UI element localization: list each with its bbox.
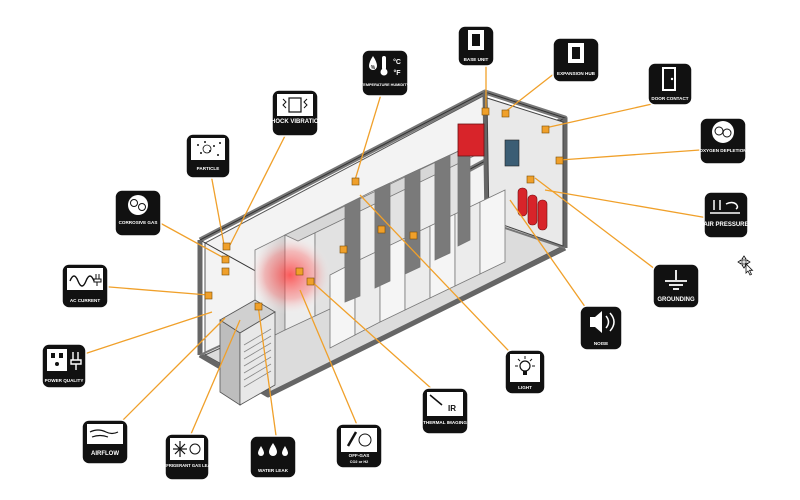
particle-label: PARTICLE [197, 166, 220, 171]
grounding-label: GROUNDING [657, 297, 695, 303]
fire-panel [457, 123, 485, 157]
grounding-badge[interactable]: GROUNDING [652, 263, 700, 309]
expansion-hub-label: EXPANSION HUB [557, 71, 596, 76]
refrigerant-gas-leak-label: REFRIGERANT GAS LEAK [160, 463, 213, 468]
power-quality-label: POWER QUALITY [45, 378, 84, 383]
sensor-markers [204, 107, 564, 311]
door-contact-label: DOOR CONTACT [651, 96, 688, 101]
air-pressure-badge[interactable]: AIR PRESSURE [703, 191, 749, 239]
light-label: LIGHT [518, 385, 532, 390]
off-gas-sublabel: CO2 or H2 [350, 460, 369, 464]
light-badge[interactable]: LIGHT [504, 349, 546, 395]
fire-suppression-cylinders [517, 187, 548, 231]
base-unit-badge[interactable]: BASE UNIT [457, 25, 495, 67]
heat-zone [248, 235, 332, 315]
refrigerant-gas-leak-badge[interactable]: REFRIGERANT GAS LEAK [160, 433, 214, 481]
particle-badge[interactable]: PARTICLE [185, 133, 231, 179]
corrosive-gas-badge[interactable]: CORROSIVE GAS [114, 189, 162, 237]
door-contact-badge[interactable]: DOOR CONTACT [647, 62, 693, 106]
power-quality-badge[interactable]: POWER QUALITY [41, 343, 87, 389]
thermal-imaging-badge[interactable]: IR THERMAL IMAGING [421, 387, 469, 435]
corrosive-gas-label: CORROSIVE GAS [119, 220, 158, 225]
airflow-badge[interactable]: AIRFLOW [81, 419, 129, 465]
ac-current-badge[interactable]: AC CURRENT [61, 263, 109, 309]
crac-unit [219, 299, 276, 406]
celsius-glyph: °C [393, 58, 401, 66]
temperature-humidity-label: TEMPERATURE HUMIDITY [361, 83, 409, 87]
base-unit-label: BASE UNIT [464, 57, 489, 62]
noise-label: NOISE [594, 341, 608, 346]
air-pressure-label: AIR PRESSURE [703, 222, 748, 228]
fahrenheit-glyph: °F [393, 69, 401, 77]
percent-glyph: % [371, 65, 376, 71]
noise-badge[interactable]: NOISE [579, 305, 623, 351]
airflow-label: AIRFLOW [91, 451, 119, 457]
off-gas-badge[interactable]: OFF-GAS CO2 or H2 [335, 423, 383, 469]
water-leak-badge[interactable]: WATER LEAK [249, 435, 297, 479]
move-cursor-icon [737, 255, 754, 276]
shock-vibration-label: SHOCK VIBRATION [267, 119, 323, 125]
oxygen-depletion-badge[interactable]: OXYGEN DEPLETION [699, 117, 747, 165]
shock-vibration-badge[interactable]: SHOCK VIBRATION [267, 89, 323, 137]
thermal-imaging-label: THERMAL IMAGING [423, 420, 467, 425]
temperature-humidity-badge[interactable]: % °C °F TEMPERATURE HUMIDITY [361, 49, 409, 97]
ir-glyph: IR [448, 404, 456, 413]
water-leak-label: WATER LEAK [258, 468, 289, 473]
oxygen-depletion-label: OXYGEN DEPLETION [699, 148, 747, 153]
leader-lines [65, 36, 709, 451]
expansion-hub-badge[interactable]: EXPANSION HUB [552, 37, 600, 83]
off-gas-label: OFF-GAS [349, 453, 370, 458]
ac-current-label: AC CURRENT [70, 298, 101, 303]
